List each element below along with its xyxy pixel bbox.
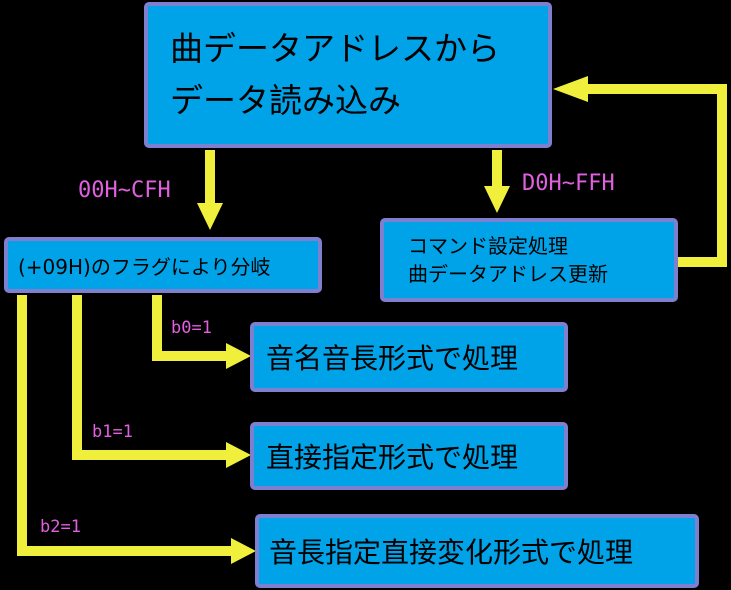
edge-label-b0: b0=1 xyxy=(171,318,212,338)
arrow-command-loop-back xyxy=(585,84,727,267)
node-note-format: 音名音長形式で処理 xyxy=(250,322,568,392)
node-branch: (+09H)のフラグにより分岐 xyxy=(4,237,322,293)
arrowhead-read-data xyxy=(553,76,588,102)
node-read-data: 曲データアドレスから データ読み込み xyxy=(144,2,552,148)
edge-label-range-low: 00H~CFH xyxy=(78,178,171,203)
node-direct-format-text: 直接指定形式で処理 xyxy=(266,441,519,474)
node-command: コマンド設定処理 曲データアドレス更新 xyxy=(380,218,678,302)
arrowhead-note-format xyxy=(226,343,251,369)
node-note-format-text: 音名音長形式で処理 xyxy=(266,342,519,375)
node-command-text: コマンド設定処理 曲データアドレス更新 xyxy=(408,234,608,286)
arrow-branch-to-direct-format xyxy=(72,295,228,460)
node-direct-format: 直接指定形式で処理 xyxy=(250,422,568,490)
arrow-branch-to-note-format xyxy=(152,295,228,361)
node-length-direct-format: 音長指定直接変化形式で処理 xyxy=(255,514,699,588)
edge-label-b2: b2=1 xyxy=(40,517,81,537)
arrowhead-command xyxy=(484,186,510,213)
arrowhead-direct-format xyxy=(226,442,251,468)
arrowhead-branch xyxy=(197,203,223,230)
arrow-branch-to-length-direct-format xyxy=(17,295,233,556)
edge-label-range-high: D0H~FFH xyxy=(522,171,615,196)
node-read-data-text: 曲データアドレスから データ読み込み xyxy=(170,29,500,120)
node-length-direct-format-text: 音長指定直接変化形式で処理 xyxy=(269,536,634,569)
arrowhead-length-direct-format xyxy=(231,538,256,564)
node-branch-text: (+09H)のフラグにより分岐 xyxy=(18,254,271,279)
edge-label-b1: b1=1 xyxy=(92,422,133,442)
